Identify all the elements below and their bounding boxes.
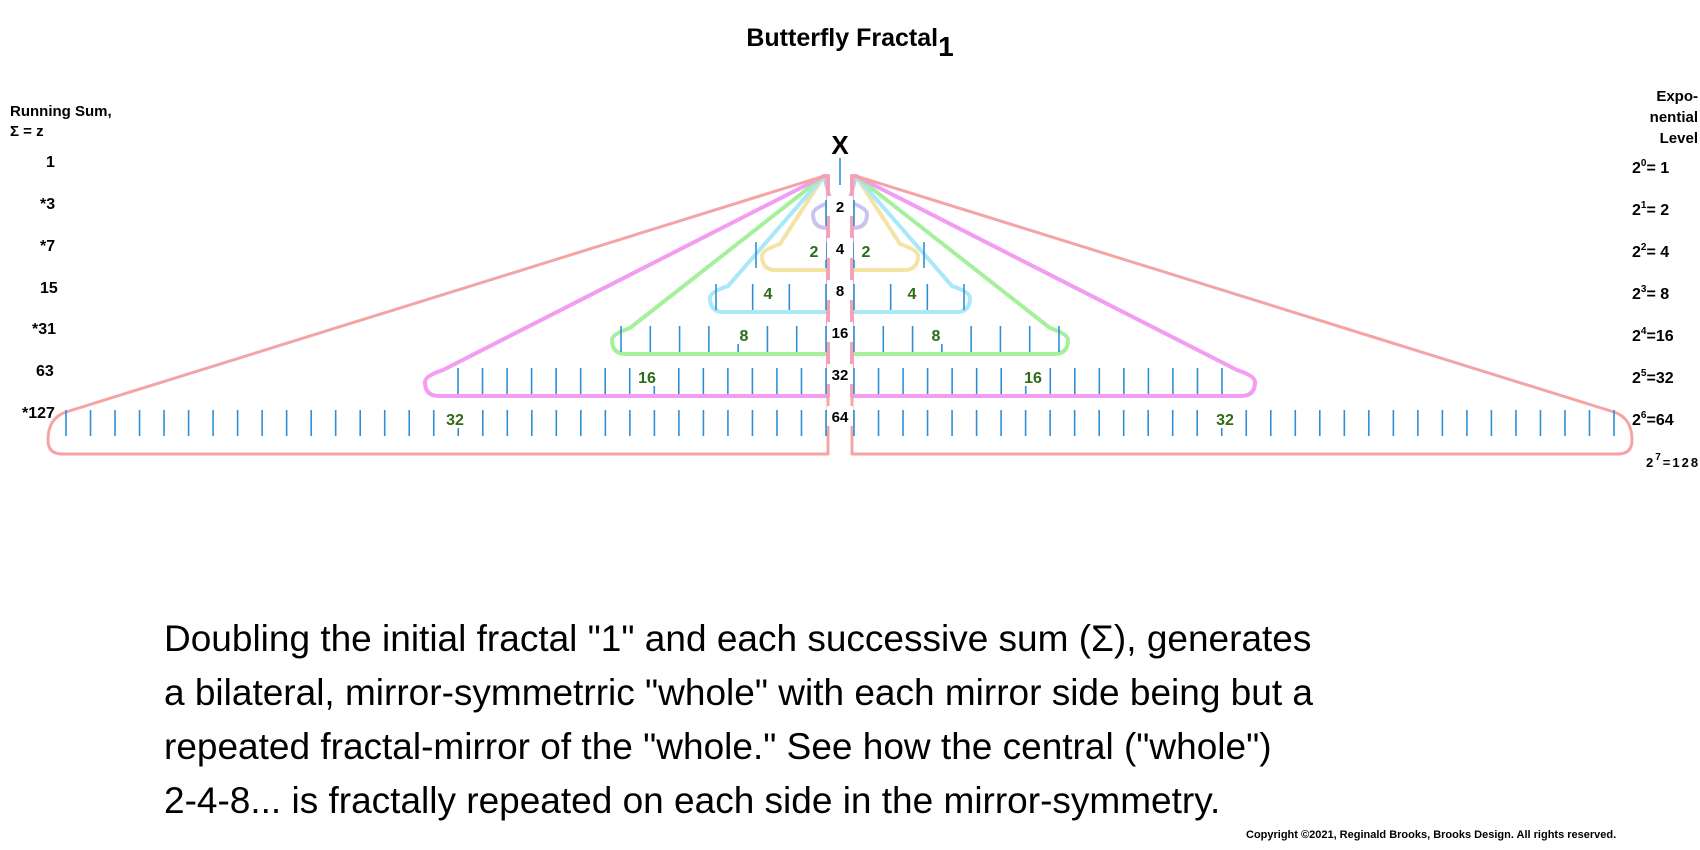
running-sum-value: 15 xyxy=(40,280,58,297)
center-value: 4 xyxy=(836,241,845,258)
running-sum-value: *127 xyxy=(22,405,55,422)
description-line: Doubling the initial fractal "1" and eac… xyxy=(164,618,1312,659)
center-value-background xyxy=(827,322,853,342)
exponential-level: 21= 2 xyxy=(1632,200,1670,219)
right-wing-label-background xyxy=(1213,410,1237,428)
left-wing-label: 2 xyxy=(810,244,819,261)
left-wing-label-background xyxy=(732,326,756,344)
center-value-background xyxy=(827,238,853,258)
right-wing-label: 4 xyxy=(908,286,917,303)
right-wing-band xyxy=(850,174,1634,456)
right-wing-label-background xyxy=(854,242,878,260)
right-wing-label-background xyxy=(1021,368,1045,386)
right-wing-band xyxy=(850,174,1070,356)
right-wing-label: 16 xyxy=(1024,370,1042,387)
left-wing-label-background xyxy=(443,410,467,428)
center-value-background xyxy=(827,406,853,426)
left-wing-label: 32 xyxy=(446,412,464,429)
running-sum-header-line2: Σ = z xyxy=(10,123,44,140)
left-wing-label-background xyxy=(756,284,780,302)
right-wing-band xyxy=(850,174,972,314)
running-sum-value: 63 xyxy=(36,363,54,380)
exponential-level: 20= 1 xyxy=(1632,158,1670,177)
exponential-header-line3: Level xyxy=(1659,130,1698,147)
right-wing-band xyxy=(850,174,1257,398)
exponential-level: 24=16 xyxy=(1632,326,1674,345)
exponential-level: 26=64 xyxy=(1632,410,1674,429)
left-wing-label-background xyxy=(802,242,826,260)
copyright-notice: Copyright ©2021, Reginald Brooks, Brooks… xyxy=(1246,829,1617,841)
left-wing-label-background xyxy=(635,368,659,386)
right-wing-label: 8 xyxy=(932,328,941,345)
left-wing-label: 8 xyxy=(740,328,749,345)
right-wing-band xyxy=(850,174,920,272)
exponential-header-line1: Expo- xyxy=(1656,88,1698,105)
left-wing-band xyxy=(423,174,830,398)
running-sum-header: Running Sum, Σ = z xyxy=(10,102,112,142)
left-wing-band xyxy=(46,174,830,456)
exponential-level: 22= 4 xyxy=(1632,242,1670,261)
exponential-header-line2: nential xyxy=(1649,109,1698,126)
title-main: Butterfly Fractal xyxy=(746,24,939,52)
top-x-label: X xyxy=(831,130,849,160)
center-value-background xyxy=(827,280,853,300)
center-value-background xyxy=(827,196,853,216)
title-subscript: 1 xyxy=(938,31,954,62)
exponential-level-header: Expo- nential Level xyxy=(1638,86,1698,149)
page-title: Butterfly Fractal1 xyxy=(0,24,1700,63)
description-text: Doubling the initial fractal "1" and eac… xyxy=(164,612,1564,828)
left-wing-label: 4 xyxy=(764,286,773,303)
left-wing-band xyxy=(610,174,830,356)
exponential-level: 23= 8 xyxy=(1632,284,1670,303)
exponential-level: 25=32 xyxy=(1632,368,1674,387)
center-value: 64 xyxy=(832,409,849,426)
center-value: 8 xyxy=(836,283,844,300)
right-wing-label-background xyxy=(900,284,924,302)
description-line: 2-4-8... is fractally repeated on each s… xyxy=(164,780,1221,821)
running-sum-value: *3 xyxy=(40,196,56,213)
right-wing-label: 32 xyxy=(1216,412,1234,429)
running-sum-value: *7 xyxy=(40,238,56,255)
left-wing-label: 16 xyxy=(638,370,656,387)
center-value: 32 xyxy=(832,367,849,384)
running-sum-header-line1: Running Sum, xyxy=(10,103,112,120)
left-wing-band xyxy=(760,174,830,272)
center-value-background xyxy=(827,364,853,384)
description-line: repeated fractal-mirror of the "whole." … xyxy=(164,726,1272,767)
center-value: 16 xyxy=(832,325,849,342)
running-sum-value: 1 xyxy=(46,154,55,171)
right-wing-label-background xyxy=(924,326,948,344)
exponential-level: 27=128 xyxy=(1646,452,1700,470)
running-sum-value: *31 xyxy=(32,321,57,338)
center-value: 2 xyxy=(836,199,844,216)
left-wing-band xyxy=(708,174,830,314)
right-wing-label: 2 xyxy=(862,244,871,261)
description-line: a bilateral, mirror-symmetrric "whole" w… xyxy=(164,672,1313,713)
